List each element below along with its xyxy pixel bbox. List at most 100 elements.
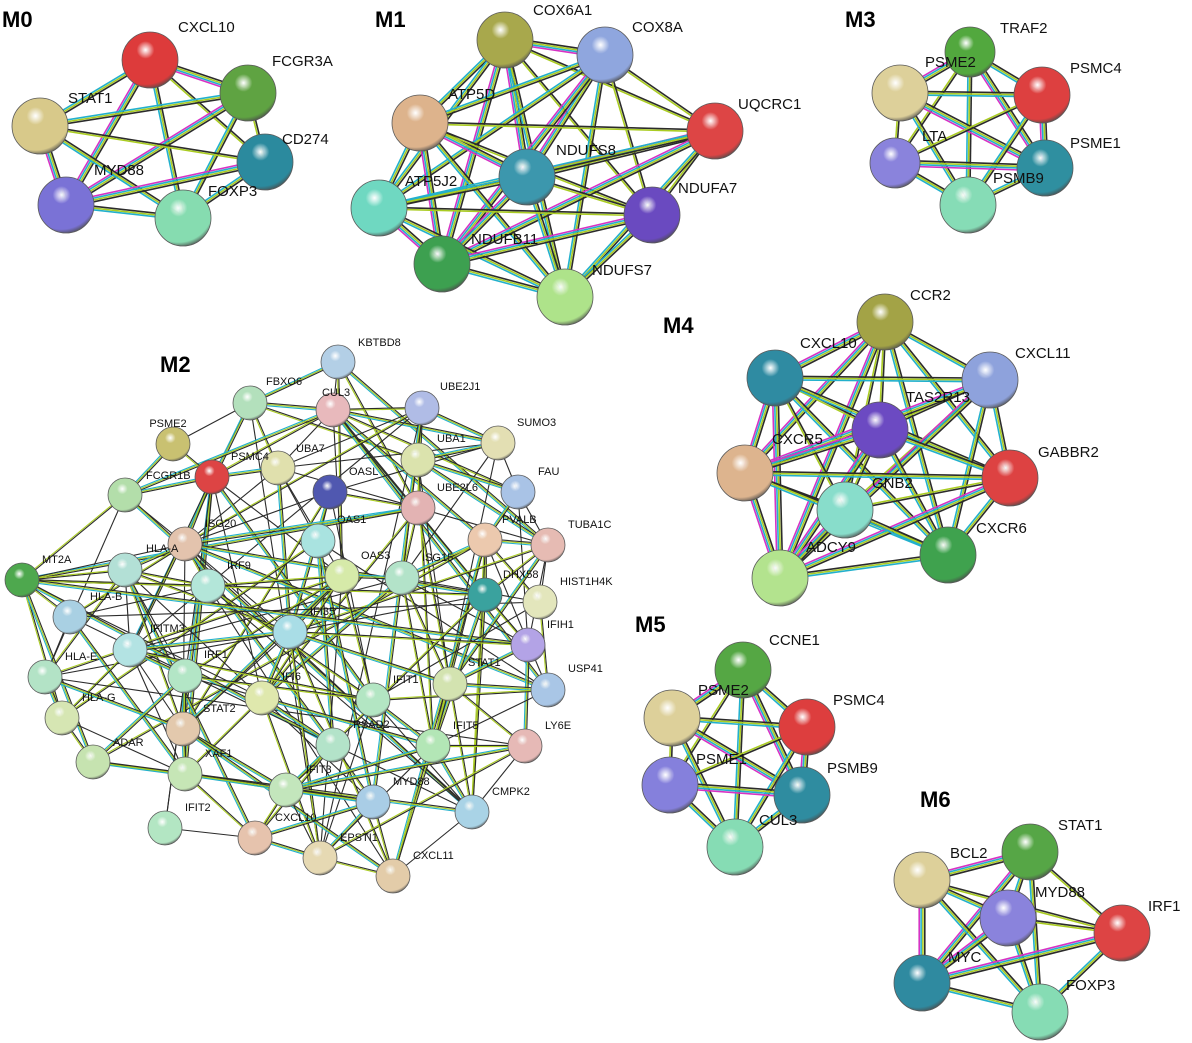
node-fau — [500, 474, 536, 510]
node-ndufs7 — [536, 268, 594, 326]
edge — [320, 746, 526, 860]
edge — [921, 879, 1041, 1013]
node-cmpk2 — [454, 794, 490, 830]
edge — [261, 577, 403, 699]
edge — [329, 491, 374, 701]
edge — [377, 52, 605, 208]
node-isg15 — [384, 560, 420, 596]
edge — [922, 933, 1123, 985]
node-label: GNB2 — [872, 475, 913, 492]
node-ifit3 — [268, 772, 304, 808]
edge — [517, 491, 529, 646]
node-rsad2 — [315, 727, 351, 763]
edge — [129, 650, 374, 702]
node-psmc4 — [1013, 66, 1071, 124]
node-ifit5 — [415, 728, 451, 764]
edge — [333, 408, 499, 443]
edge — [781, 381, 993, 581]
node-label: PSME1 — [696, 751, 747, 768]
edge — [378, 208, 653, 217]
edge — [777, 377, 784, 578]
node-label: PSMC4 — [1070, 60, 1122, 77]
edge — [255, 802, 374, 840]
node-fbxo6 — [232, 385, 268, 421]
edge — [921, 931, 1122, 983]
node-label: CCR2 — [910, 287, 951, 304]
node-label: STAT1 — [1058, 817, 1102, 834]
edge — [185, 576, 343, 677]
node-isg20 — [167, 526, 203, 562]
edge — [372, 601, 541, 701]
node-ifi35 — [272, 614, 308, 650]
node-cxcl10 — [237, 820, 273, 856]
node-label: KBTBD8 — [358, 337, 401, 349]
edge — [285, 745, 526, 791]
node-stat1 — [1001, 823, 1059, 881]
edge — [207, 585, 473, 813]
node-label: TAS2R13 — [906, 389, 970, 406]
edge — [289, 631, 451, 685]
edge — [65, 91, 248, 205]
edge — [419, 123, 716, 133]
edge — [93, 676, 187, 764]
edge — [442, 215, 653, 266]
module-title: M4 — [663, 313, 694, 338]
node-traf2 — [944, 26, 996, 78]
edge — [441, 213, 652, 264]
edge — [21, 506, 418, 580]
edge — [442, 216, 653, 268]
edge — [886, 321, 951, 555]
node-foxp3 — [1011, 983, 1069, 1041]
node-oasl — [312, 474, 348, 510]
node-label: IFIT1 — [393, 674, 419, 686]
edge — [254, 800, 373, 838]
node-tuba1c — [530, 527, 566, 563]
node-cox6a1 — [476, 11, 534, 69]
edge — [65, 158, 265, 204]
node-label: PSMC4 — [231, 451, 269, 463]
edge — [124, 408, 333, 495]
edge — [182, 631, 291, 730]
node-cul3 — [706, 818, 764, 876]
edge — [775, 377, 782, 579]
node-label: SUMO3 — [517, 417, 556, 429]
node-irf1 — [1093, 904, 1151, 962]
edge — [332, 409, 486, 541]
node-oas1 — [300, 523, 336, 559]
edge — [378, 54, 606, 209]
edge — [441, 129, 715, 264]
node-label: MYD88 — [1035, 884, 1085, 901]
node-label: UBA7 — [296, 443, 325, 455]
node-label: CD274 — [282, 131, 329, 148]
edge — [207, 576, 343, 588]
edge — [289, 632, 529, 647]
nodes-layer — [4, 11, 1151, 1041]
edge — [947, 379, 991, 556]
node-label: NDUFS7 — [592, 262, 652, 279]
edge — [441, 211, 652, 263]
node-label: ISG15 — [422, 552, 453, 564]
edge — [45, 675, 184, 729]
edge — [393, 746, 435, 877]
edge — [744, 472, 1011, 479]
node-label: IFIT2 — [185, 802, 211, 814]
edge — [91, 674, 185, 762]
edge — [39, 124, 266, 162]
node-label: PSMC4 — [833, 692, 885, 709]
node-label: CXCR6 — [976, 520, 1027, 537]
node-label: DHX58 — [503, 569, 538, 581]
edge — [130, 632, 291, 652]
node-ube2l6 — [400, 490, 436, 526]
edge — [289, 594, 486, 633]
edge — [92, 675, 186, 763]
node-gnb2 — [816, 481, 874, 539]
node-cd274 — [236, 133, 294, 191]
node-label: UQCRC1 — [738, 96, 801, 113]
node-label: HLA-G — [82, 692, 116, 704]
edge — [778, 474, 1010, 577]
node-label: TUBA1C — [568, 519, 611, 531]
node-label: COX8A — [632, 19, 683, 36]
node-label: IRF1 — [204, 649, 228, 661]
